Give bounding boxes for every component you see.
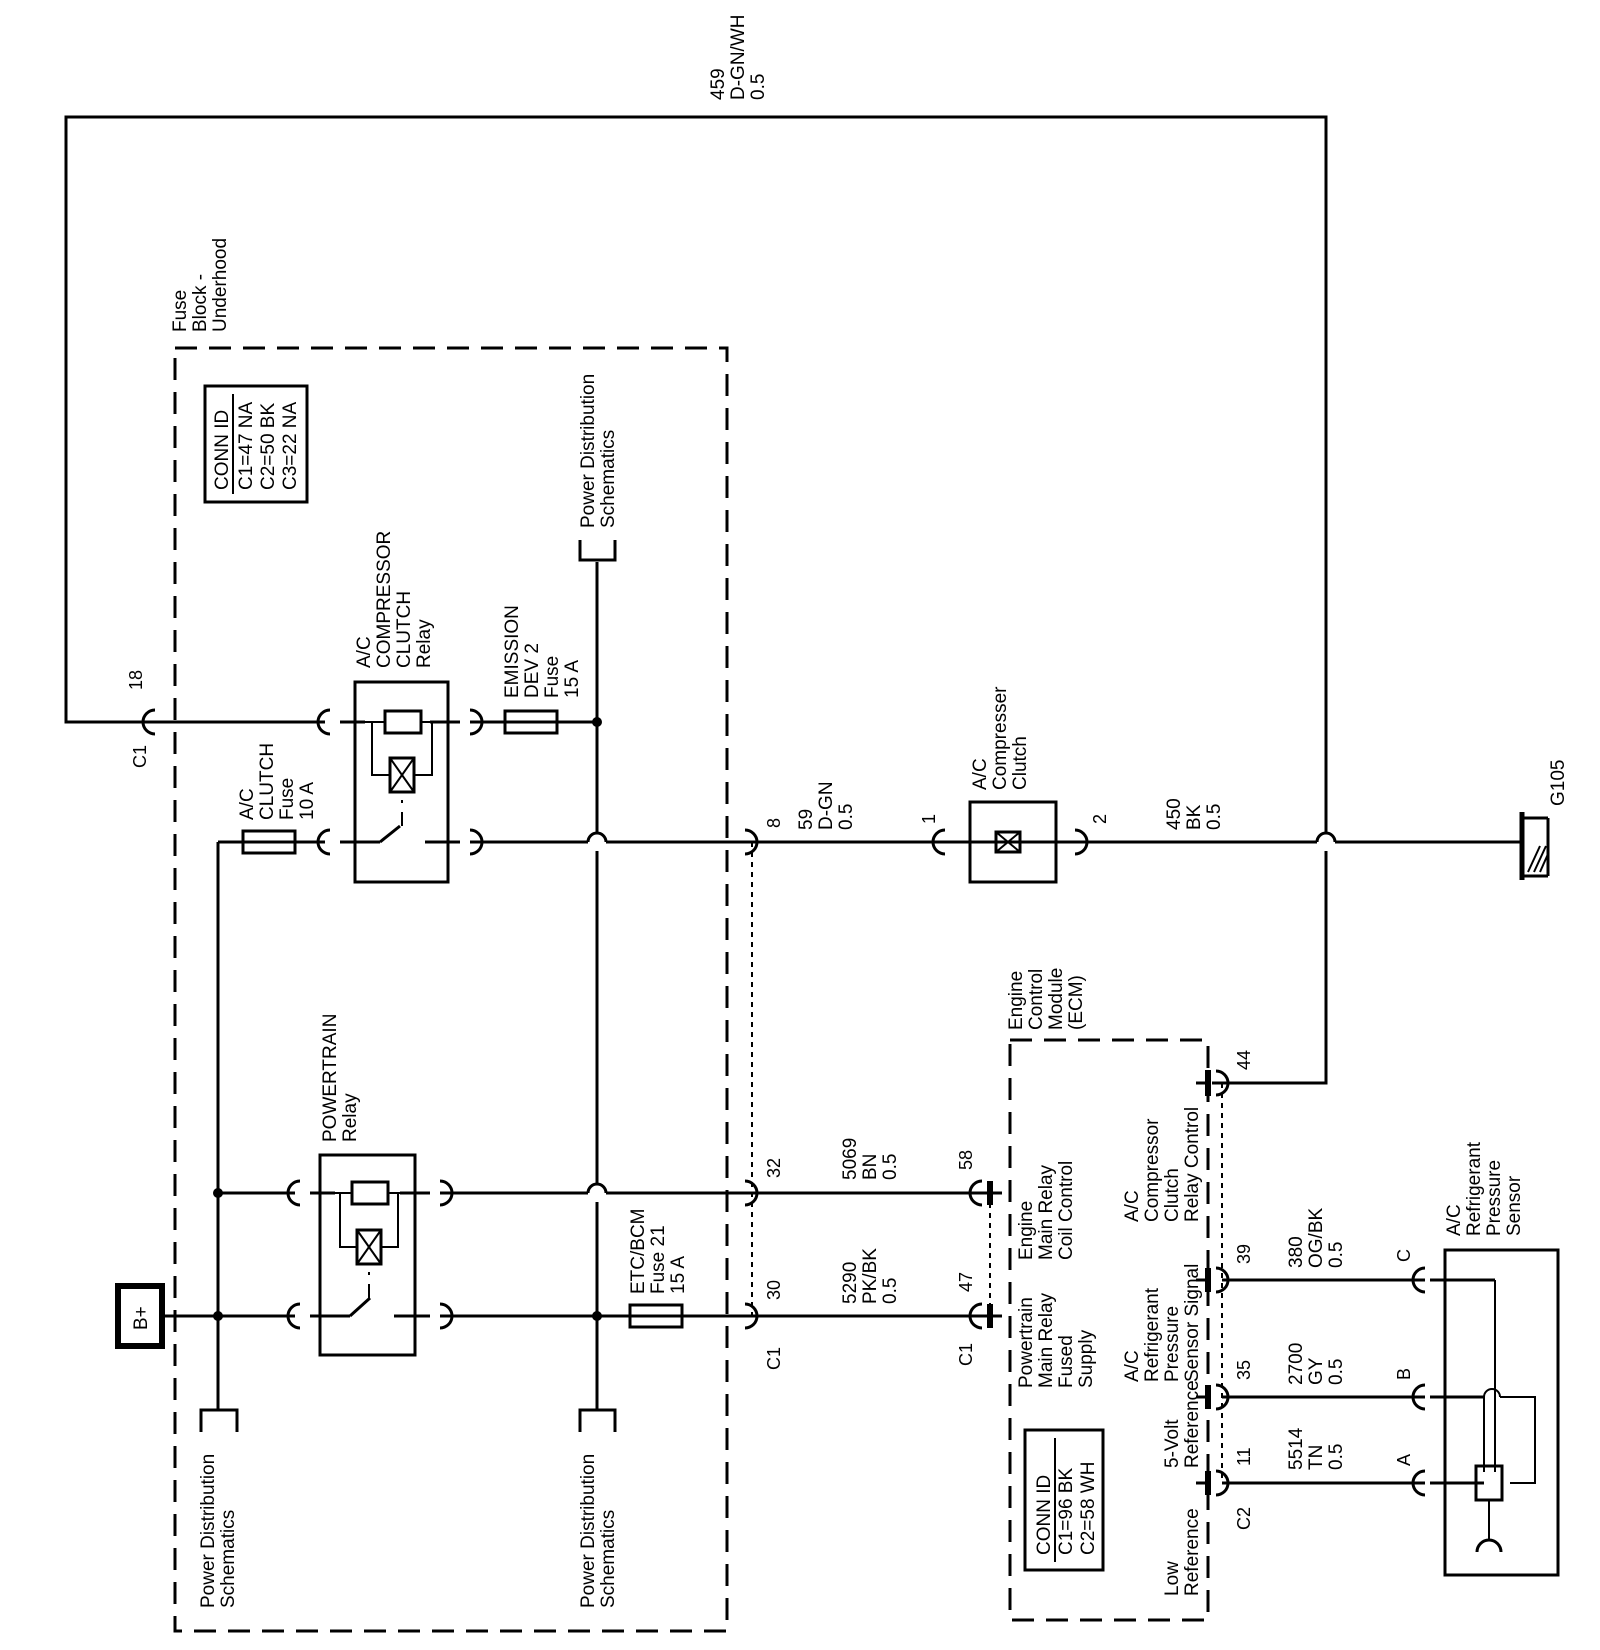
label-wire-380: 380 OG/BK 0.5 bbox=[1286, 1203, 1347, 1268]
svg-text:39: 39 bbox=[1234, 1244, 1254, 1264]
splice-emission bbox=[592, 717, 602, 727]
svg-text:A/C Compresser Clu: A/C Compresser Clutch bbox=[970, 681, 1031, 790]
svg-text:C1=96 BK: C1=96 BK bbox=[1056, 1468, 1077, 1555]
svg-text:ETC/BCM Fuse 21 15: ETC/BCM Fuse 21 15 A bbox=[628, 1203, 689, 1294]
ecm-conn-id: CONN ID C1=96 BK C2=58 WH bbox=[1023, 1428, 1105, 1572]
fuse-block-boundary bbox=[173, 346, 729, 1633]
splices bbox=[213, 717, 602, 1321]
power-dist-top: Power Distribution Schematics bbox=[578, 369, 619, 562]
ac-clutch-fuse: A/C CLUTCH Fuse 10 A bbox=[237, 738, 318, 855]
ecm-pins: 44 58 47 C1 39 35 11 C2 bbox=[956, 1050, 1254, 1530]
svg-text:POWERTRAIN Relay: POWERTRAIN Relay bbox=[320, 1008, 361, 1142]
svg-text:C2=50 BK: C2=50 BK bbox=[258, 403, 279, 490]
svg-text:A/C CLUTCH Fuse: A/C CLUTCH Fuse 10 A bbox=[237, 738, 318, 820]
svg-text:A: A bbox=[1394, 1454, 1414, 1466]
svg-text:5-Volt Reference: 5-Volt Reference bbox=[1162, 1380, 1203, 1468]
powertrain-relay: POWERTRAIN Relay bbox=[286, 1008, 454, 1357]
svg-text:Power Distribution Schem: Power Distribution Schematics bbox=[198, 1449, 239, 1608]
relay-diode-icon bbox=[388, 756, 416, 794]
splice-etc-fuse bbox=[592, 1311, 602, 1321]
svg-text:32: 32 bbox=[764, 1158, 784, 1178]
ecm-pin-labels: A/C Compressor Clutch Relay Control Engi… bbox=[1016, 1107, 1203, 1596]
label-wire-59: 59 D-GN 0.5 bbox=[796, 776, 857, 830]
label-wire-2700: 2700 GY 0.5 bbox=[1286, 1337, 1347, 1385]
svg-text:Low Reference: Low Reference bbox=[1162, 1508, 1203, 1596]
label-wire-450: 450 BK 0.5 bbox=[1164, 793, 1225, 830]
ac-compressor-clutch-relay: A/C COMPRESSOR CLUTCH Relay bbox=[316, 525, 484, 884]
emission-dev2-fuse: EMISSION DEV 2 Fuse 15 A bbox=[502, 600, 583, 735]
ac-refrigerant-pressure-sensor: C B A A/C Refrigerant Pressure Sensor bbox=[1394, 1137, 1560, 1577]
fuse-block-conn-id: CONN ID C1=47 NA C2=50 BK C3=22 NA bbox=[203, 384, 309, 504]
svg-text:C2=58 WH: C2=58 WH bbox=[1078, 1462, 1099, 1555]
fuse-block-title: Fuse Block - Underhood bbox=[170, 238, 231, 332]
svg-text:C: C bbox=[1394, 1249, 1414, 1262]
svg-text:C2: C2 bbox=[1234, 1507, 1254, 1530]
label-wire-459: 459 D-GN/WH 0.5 bbox=[708, 9, 769, 100]
power-dist-bottom-mid: Power Distribution Schematics bbox=[578, 1408, 619, 1608]
wire-labels: 459 D-GN/WH 0.5 59 D-GN 0.5 450 BK 0.5 5… bbox=[708, 9, 1347, 1470]
svg-text:58: 58 bbox=[956, 1150, 976, 1170]
svg-text:C1: C1 bbox=[956, 1343, 976, 1366]
ecm-title: Engine Control Module (ECM) bbox=[1006, 962, 1087, 1030]
svg-text:Engine Main Relay: Engine Main Relay Coil Control bbox=[1016, 1160, 1077, 1260]
fuse-block-c1-pins: 8 32 30 C1 bbox=[744, 818, 784, 1370]
svg-text:C1=47 NA: C1=47 NA bbox=[236, 401, 257, 490]
svg-text:1: 1 bbox=[919, 814, 939, 824]
etc-bcm-fuse: ETC/BCM Fuse 21 15 A bbox=[628, 1203, 689, 1329]
svg-text:G105: G105 bbox=[1548, 760, 1569, 806]
svg-text:2: 2 bbox=[1090, 814, 1110, 824]
label-wire-5290: 5290 PK/BK 0.5 bbox=[840, 1243, 901, 1304]
relay-coil bbox=[383, 709, 423, 735]
svg-text:30: 30 bbox=[764, 1280, 784, 1300]
svg-text:A/C Refrigerant Pr: A/C Refrigerant Pressure Sensor Signal bbox=[1122, 1264, 1203, 1382]
svg-text:CONN ID: CONN ID bbox=[212, 410, 233, 490]
svg-text:Power Distribution Schem: Power Distribution Schematics bbox=[578, 369, 619, 528]
svg-text:18: 18 bbox=[126, 670, 146, 690]
svg-text:8: 8 bbox=[764, 818, 784, 828]
clutch-coil-icon bbox=[994, 830, 1022, 854]
svg-text:B+: B+ bbox=[131, 1306, 152, 1330]
fuse-block-connector-c1-18: 18 C1 bbox=[126, 670, 156, 768]
wire-crossovers bbox=[586, 831, 1337, 1202]
svg-text:C3=22 NA: C3=22 NA bbox=[280, 401, 301, 490]
svg-text:C1: C1 bbox=[130, 745, 150, 768]
splice-bus-bplus bbox=[213, 1311, 223, 1321]
svg-text:47: 47 bbox=[956, 1272, 976, 1292]
svg-text:11: 11 bbox=[1234, 1447, 1254, 1466]
battery-bplus: B+ bbox=[115, 1283, 165, 1349]
svg-text:Power Distribution Schem: Power Distribution Schematics bbox=[578, 1449, 619, 1608]
ground-g105: G105 bbox=[1501, 760, 1569, 880]
ac-compressor-clutch: 1 2 A/C Compresser Clutch bbox=[919, 681, 1110, 884]
powertrain-relay-diode-icon bbox=[355, 1228, 383, 1266]
wires bbox=[64, 115, 1501, 1485]
label-wire-5514: 5514 TN 0.5 bbox=[1286, 1422, 1347, 1470]
wire-459 bbox=[64, 115, 1328, 1085]
svg-text:A/C Refrigerant Pr: A/C Refrigerant Pressure Sensor bbox=[1444, 1137, 1525, 1236]
svg-text:EMISSION DEV 2 Fus: EMISSION DEV 2 Fuse 15 A bbox=[502, 600, 583, 698]
svg-text:44: 44 bbox=[1234, 1050, 1254, 1070]
power-dist-bottom-left: Power Distribution Schematics bbox=[198, 1408, 239, 1608]
svg-text:A/C Compressor Clu: A/C Compressor Clutch Relay Control bbox=[1122, 1107, 1203, 1222]
svg-text:Powertrain Main Relay: Powertrain Main Relay Fused Supply bbox=[1016, 1288, 1097, 1388]
label-wire-5069: 5069 BN 0.5 bbox=[840, 1132, 901, 1180]
ecm-boundary bbox=[1008, 1038, 1210, 1622]
svg-text:35: 35 bbox=[1234, 1360, 1254, 1380]
svg-text:B: B bbox=[1394, 1368, 1414, 1380]
splice-bus-coil bbox=[213, 1188, 223, 1198]
svg-text:C1: C1 bbox=[764, 1347, 784, 1370]
svg-text:A/C COMPRESSOR CLU: A/C COMPRESSOR CLUTCH Relay bbox=[354, 525, 435, 668]
svg-text:CONN ID: CONN ID bbox=[1034, 1475, 1055, 1555]
powertrain-relay-coil bbox=[350, 1180, 390, 1206]
